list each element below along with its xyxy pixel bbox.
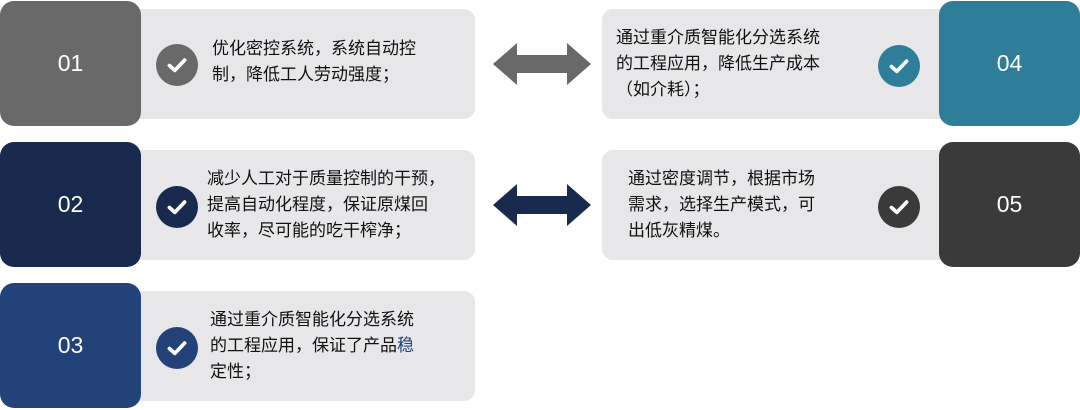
card-04-line-2: 的工程应用，降低生产成本 [616,54,820,74]
badge-02-number: 02 [57,191,84,217]
check-circle-icon [156,186,198,228]
card-04-text: 通过重介质智能化分选系统 的工程应用，降低生产成本 （如介耗）； [616,25,820,103]
badge-02: 02 [0,142,141,267]
card-03: 通过重介质智能化分选系统 的工程应用，保证了产品稳 定性； [118,291,475,401]
check-circle-icon [878,186,920,228]
double-arrow-icon [493,43,591,85]
card-05-line-3: 出低灰精煤。 [628,221,730,241]
badge-03-number: 03 [57,332,84,358]
card-05: 通过密度调节，根据市场 需求，选择生产模式，可 出低灰精煤。 [602,150,964,260]
card-01-line-1: 优化密控系统，系统自动控 [212,39,416,59]
badge-01-number: 01 [57,50,84,76]
card-04-line-1: 通过重介质智能化分选系统 [616,28,820,48]
card-02-text: 减少人工对于质量控制的干预， 提高自动化程度，保证原煤回 收率，尽可能的吃干榨净… [207,166,445,244]
card-01: 优化密控系统，系统自动控 制，降低工人劳动强度； [118,9,475,119]
badge-05: 05 [939,142,1080,267]
card-03-line-2: 的工程应用，保证了产品稳 [210,336,414,356]
card-03-line-1: 通过重介质智能化分选系统 [210,310,414,330]
card-03-line-2-text: 的工程应用，保证了产品 [210,336,397,356]
card-01-line-2: 制，降低工人劳动强度； [212,65,399,85]
card-01-text: 优化密控系统，系统自动控 制，降低工人劳动强度； [212,36,416,88]
badge-04: 04 [939,1,1080,126]
card-05-line-2: 需求，选择生产模式，可 [628,195,815,215]
card-05-line-1: 通过密度调节，根据市场 [628,169,815,189]
card-02-line-3: 收率，尽可能的吃干榨净； [207,221,411,241]
card-02-line-1: 减少人工对于质量控制的干预， [207,169,445,189]
badge-05-number: 05 [996,191,1023,217]
card-03-accent-text: 稳 [397,336,414,356]
card-04: 通过重介质智能化分选系统 的工程应用，降低生产成本 （如介耗）； [602,9,964,119]
badge-03: 03 [0,283,141,408]
card-02: 减少人工对于质量控制的干预， 提高自动化程度，保证原煤回 收率，尽可能的吃干榨净… [118,150,475,260]
card-04-line-3: （如介耗）； [616,80,710,100]
badge-01: 01 [0,1,141,126]
badge-04-number: 04 [996,50,1023,76]
check-circle-icon [156,44,198,86]
card-03-text: 通过重介质智能化分选系统 的工程应用，保证了产品稳 定性； [210,307,414,385]
double-arrow-icon [493,184,591,226]
check-circle-icon [878,45,920,87]
card-03-line-3: 定性； [210,362,261,382]
card-05-text: 通过密度调节，根据市场 需求，选择生产模式，可 出低灰精煤。 [628,166,815,244]
check-circle-icon [156,327,198,369]
card-02-line-2: 提高自动化程度，保证原煤回 [207,195,428,215]
